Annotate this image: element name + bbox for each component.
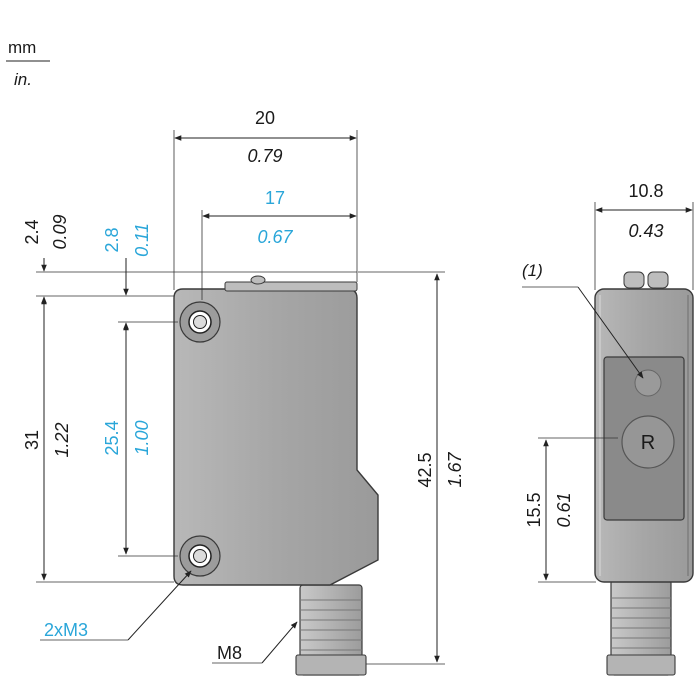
dim-lens-height: 15.5 0.61	[524, 437, 618, 583]
indicator-led	[634, 369, 662, 397]
dim-overall-height: 42.5 1.67	[415, 273, 465, 663]
dim-side-width: 10.8 0.43	[594, 181, 694, 290]
unit-in: in.	[14, 70, 32, 89]
dim-body-height-mm: 31	[22, 430, 42, 450]
mounting-hole-bottom	[179, 535, 221, 577]
dim-hole-spacing-vertical: 25.4 1.00	[102, 323, 152, 555]
dim-lens-height-in: 0.61	[554, 492, 574, 527]
dim-overall-height-in: 1.67	[445, 452, 465, 488]
dim-overall-height-mm: 42.5	[415, 452, 435, 487]
side-connector	[606, 579, 676, 676]
dim-side-width-in: 0.43	[628, 221, 663, 241]
dim-width-in: 0.79	[247, 146, 282, 166]
dim-hole-offset-in: 0.11	[132, 223, 152, 257]
dim-top-offset-in: 0.09	[50, 214, 70, 249]
mounting-hole-top	[179, 301, 221, 343]
connector-callout: M8	[212, 621, 298, 664]
dim-side-width-mm: 10.8	[628, 181, 663, 201]
holes-label: 2xM3	[44, 620, 88, 640]
note-callout: (1)	[522, 261, 644, 379]
receiver-lens	[621, 415, 675, 469]
dim-lens-height-mm: 15.5	[524, 492, 544, 527]
dim-body-height: 31 1.22	[22, 297, 72, 581]
note-marker: (1)	[522, 261, 543, 280]
dim-width-mm: 20	[255, 108, 275, 128]
dim-hole-spacing-horizontal: 17 0.67	[201, 188, 357, 300]
dim-hole-offset: 2.8 0.11	[102, 223, 152, 336]
dim-hole-spacing-v-mm: 25.4	[102, 420, 122, 455]
dim-hole-spacing-h-mm: 17	[265, 188, 285, 208]
holes-callout: 2xM3	[40, 570, 192, 641]
connector-label: M8	[217, 643, 242, 663]
dim-body-height-in: 1.22	[52, 422, 72, 457]
units-legend: mm in.	[6, 38, 50, 89]
dim-hole-spacing-h-in: 0.67	[257, 227, 293, 247]
front-view: 20 0.79 17 0.67 2.4 0.09 2.8	[22, 108, 465, 676]
side-view: R (1) 10.8 0.43 15.5 0.61	[522, 181, 694, 676]
dim-top-offset-mm: 2.4	[22, 219, 42, 244]
dim-width: 20 0.79	[173, 108, 358, 290]
receiver-label: R	[641, 432, 655, 454]
dim-hole-spacing-v-in: 1.00	[132, 420, 152, 455]
unit-mm: mm	[8, 38, 36, 57]
sensor-housing	[173, 288, 379, 586]
m8-connector	[295, 584, 367, 676]
dim-hole-offset-mm: 2.8	[102, 227, 122, 252]
